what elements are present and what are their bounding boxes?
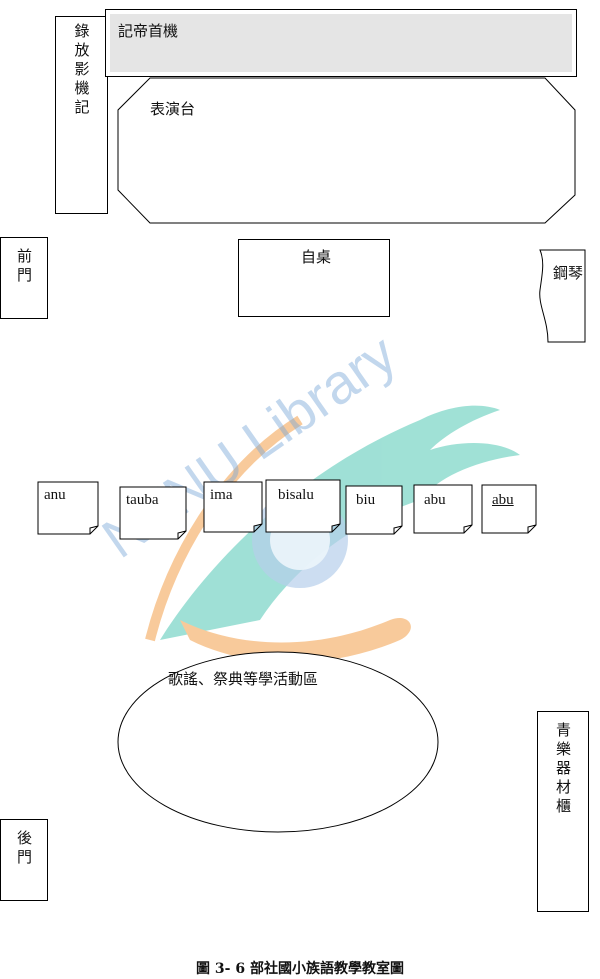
card-label-6: abu (492, 492, 514, 508)
recorder-box: 錄放影機記 (55, 16, 108, 214)
card-label-0: anu (44, 487, 66, 503)
activity-area-shape (117, 651, 439, 833)
card-shape-3 (265, 479, 341, 533)
podium-box: 自桌 (238, 239, 390, 317)
recorder-label: 錄放影機記 (72, 23, 91, 118)
back-door-label: 後門 (15, 830, 33, 868)
card-shapes (37, 479, 537, 540)
card-shape-4 (345, 485, 403, 535)
stage-shape (117, 77, 576, 224)
recorder-shelf-fill: 記帝首機 (110, 14, 572, 72)
card-label-2: ima (210, 487, 233, 503)
recorder-shelf-label: 記帝首機 (118, 22, 179, 40)
card-shape-1 (119, 486, 187, 540)
card-shape-2 (203, 481, 263, 533)
stage-label: 表演台 (150, 100, 196, 118)
watermark-orange-arc (145, 415, 303, 642)
card-label-4: biu (356, 492, 376, 508)
watermark-orange-hand (180, 618, 411, 663)
back-door-box: 後門 (0, 819, 48, 901)
recorder-shelf-box: 記帝首機 (105, 9, 577, 77)
card-shape-6 (481, 484, 537, 534)
card-label-3: bisalu (278, 487, 314, 503)
card-shape-5 (413, 484, 473, 534)
equipment-cabinet-label: 青樂器材櫃 (554, 722, 572, 817)
podium-label: 自桌 (301, 248, 332, 266)
piano-shape (539, 249, 586, 343)
card-label-1: tauba (126, 492, 159, 508)
piano-label: 鋼琴 (553, 264, 584, 282)
figure-caption: 圖 3- 6 部社國小族語教學教室圖 (196, 961, 404, 977)
card-label-5: abu (424, 492, 446, 508)
card-shape-0 (37, 481, 99, 535)
front-door-label: 前門 (15, 248, 33, 286)
equipment-cabinet-box: 青樂器材櫃 (537, 711, 589, 912)
activity-area-label: 歌謠、祭典等學活動區 (168, 670, 319, 688)
front-door-box: 前門 (0, 237, 48, 319)
